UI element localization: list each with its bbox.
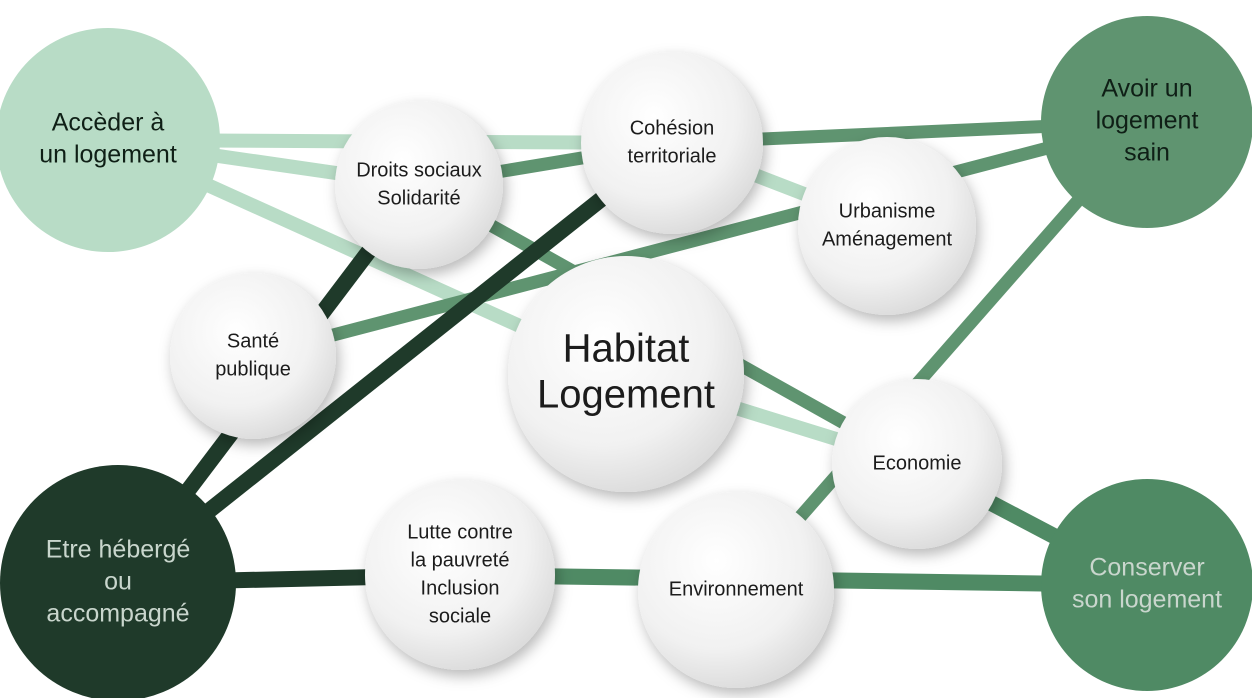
node-label-economie-0: Economie xyxy=(873,452,962,474)
node-label-heberge-1: ou xyxy=(104,568,132,596)
node-circle-heberge xyxy=(0,465,236,698)
node-label-avoir-2: sain xyxy=(1124,139,1170,167)
node-label-droits-1: Solidarité xyxy=(377,187,460,209)
node-label-acceder-1: un logement xyxy=(39,141,177,169)
node-circle-sante xyxy=(170,273,336,439)
node-circle-cohesion xyxy=(581,52,763,234)
node-economie: Economie xyxy=(832,379,1002,549)
node-label-droits-0: Droits sociaux xyxy=(356,159,482,181)
node-circle-urbanisme xyxy=(798,137,976,315)
node-cohesion: Cohésion territoriale xyxy=(581,52,763,234)
node-label-urbanisme-0: Urbanisme xyxy=(839,200,936,222)
node-avoir: Avoir un logement sain xyxy=(1041,16,1252,228)
node-circle-avoir xyxy=(1041,16,1252,228)
node-circle-economie xyxy=(832,379,1002,549)
link-avoir-sante xyxy=(251,115,1149,363)
node-label-lutte-0: Lutte contre xyxy=(407,521,513,543)
node-label-conserver-0: Conserver xyxy=(1089,554,1204,582)
node-label-lutte-2: Inclusion xyxy=(421,577,500,599)
node-label-lutte-1: la pauvreté xyxy=(411,549,510,571)
node-label-environnement-0: Environnement xyxy=(669,578,804,600)
node-label-heberge-0: Etre hébergé xyxy=(46,536,191,564)
node-label-heberge-2: accompagné xyxy=(46,600,189,628)
node-label-sante-1: publique xyxy=(215,358,291,380)
node-label-cohesion-1: territoriale xyxy=(628,145,717,167)
node-circle-acceder xyxy=(0,28,220,252)
node-circle-environnement xyxy=(638,492,834,688)
node-circle-droits xyxy=(335,101,503,269)
node-circle-lutte xyxy=(365,480,555,670)
node-environnement: Environnement xyxy=(638,492,834,688)
node-label-conserver-1: son logement xyxy=(1072,586,1222,614)
node-label-habitat-0: Habitat xyxy=(563,327,690,371)
node-label-urbanisme-1: Aménagement xyxy=(822,228,953,250)
node-circle-conserver xyxy=(1041,479,1252,691)
node-sante: Santé publique xyxy=(170,273,336,439)
node-acceder: Accèder à un logement xyxy=(0,28,220,252)
node-heberge: Etre hébergé ou accompagné xyxy=(0,465,236,698)
node-label-avoir-1: logement xyxy=(1096,107,1199,135)
node-label-acceder-0: Accèder à xyxy=(52,109,165,137)
node-label-avoir-0: Avoir un xyxy=(1101,75,1192,103)
node-conserver: Conserver son logement xyxy=(1041,479,1252,691)
node-label-cohesion-0: Cohésion xyxy=(630,117,715,139)
node-label-habitat-1: Logement xyxy=(537,373,715,417)
node-label-sante-0: Santé xyxy=(227,330,279,352)
nodes-layer: Accèder à un logement Avoir un logement sain… xyxy=(0,16,1252,698)
node-label-lutte-3: sociale xyxy=(429,605,491,627)
node-circle-habitat xyxy=(508,256,744,492)
